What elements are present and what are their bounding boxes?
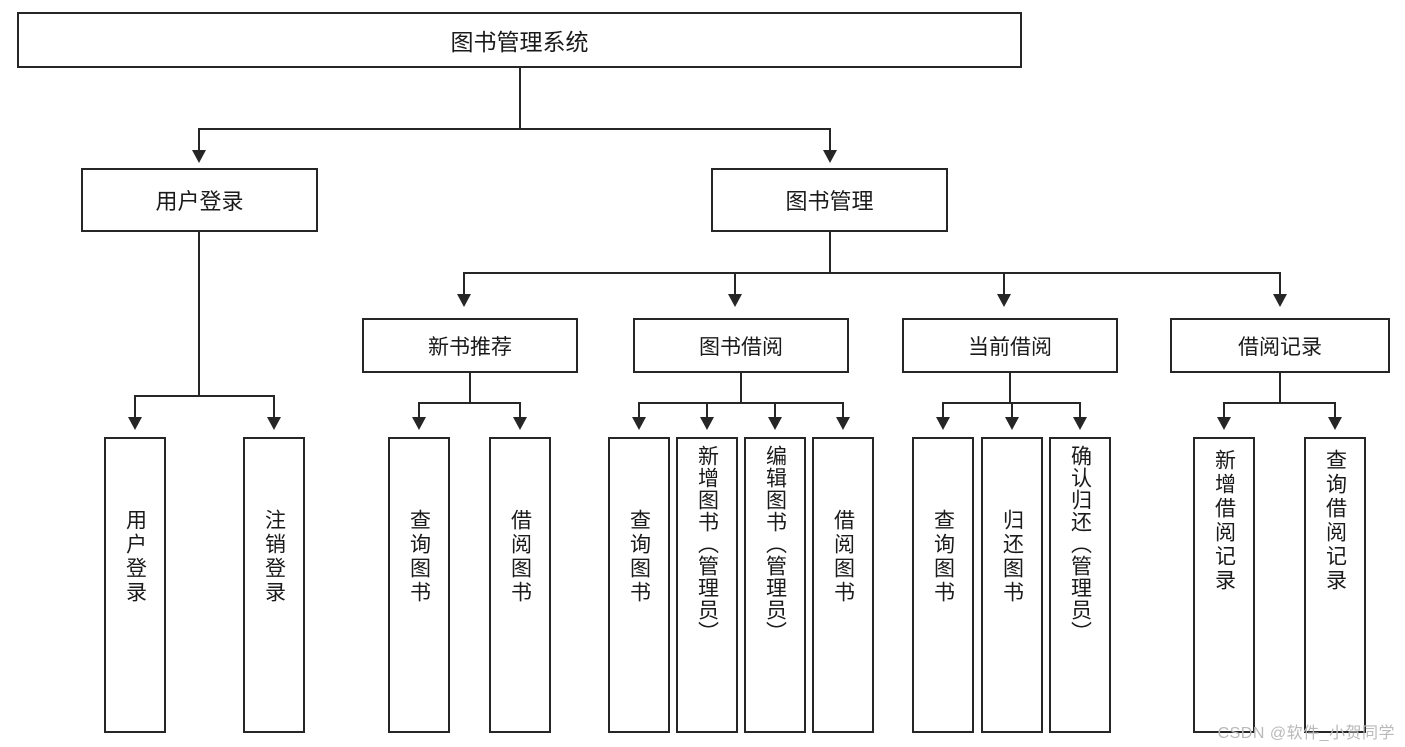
arrowhead-recommend-1: [412, 417, 426, 430]
leaf-query-book-recommend[interactable]: 查询图书: [388, 437, 450, 733]
connector-bookmgmt-drop-3: [1003, 272, 1005, 298]
connector-borrow-drop-1: [638, 402, 640, 421]
leaf-label: 借阅图书: [831, 509, 855, 605]
node-borrow-record[interactable]: 借阅记录: [1170, 318, 1390, 373]
leaf-label: 查询图书: [407, 509, 431, 605]
node-label: 图书管理系统: [450, 29, 589, 55]
connector-current-trunk: [1009, 373, 1011, 402]
node-book-borrow[interactable]: 图书借阅: [633, 318, 849, 373]
leaf-label: 确认归还（管理员）: [1068, 445, 1092, 643]
arrowhead-recommend-2: [513, 417, 527, 430]
leaf-label: 借阅图书: [508, 509, 532, 605]
connector-root-trunk: [519, 68, 521, 128]
connector-record-bus: [1223, 402, 1336, 404]
connector-root-drop-1: [198, 128, 200, 155]
leaf-confirm-return-admin[interactable]: 确认归还（管理员）: [1049, 437, 1111, 733]
node-book-management[interactable]: 图书管理: [711, 168, 948, 232]
leaf-label: 编辑图书（管理员）: [763, 445, 787, 643]
node-user-login[interactable]: 用户登录: [81, 168, 318, 232]
leaf-label: 查询图书: [931, 509, 955, 605]
connector-userlogin-drop-2: [273, 395, 275, 421]
arrowhead-record-1: [1217, 417, 1231, 430]
connector-record-drop-1: [1223, 402, 1225, 421]
arrowhead-current-2: [1005, 417, 1019, 430]
arrowhead-bookmgmt-2: [728, 294, 742, 307]
leaf-query-book-current[interactable]: 查询图书: [912, 437, 974, 733]
connector-userlogin-trunk: [198, 232, 200, 395]
leaf-label: 查询借阅记录: [1323, 449, 1347, 593]
connector-bookmgmt-bus: [463, 272, 1280, 274]
leaf-add-book-admin[interactable]: 新增图书（管理员）: [676, 437, 738, 733]
node-label: 当前借阅: [968, 335, 1052, 359]
connector-recommend-bus: [418, 402, 520, 404]
leaf-edit-book-admin[interactable]: 编辑图书（管理员）: [744, 437, 806, 733]
arrowhead-current-1: [936, 417, 950, 430]
connector-borrow-bus: [638, 402, 843, 404]
arrowhead-userlogin-2: [267, 417, 281, 430]
connector-current-drop-2: [1011, 402, 1013, 421]
connector-bookmgmt-drop-4: [1279, 272, 1281, 298]
leaf-label: 新增图书（管理员）: [695, 445, 719, 643]
leaf-label: 用户登录: [123, 509, 147, 605]
leaf-label: 归还图书: [1000, 509, 1024, 605]
connector-record-drop-2: [1334, 402, 1336, 421]
node-label: 新书推荐: [428, 335, 512, 359]
node-label: 图书管理: [785, 189, 874, 214]
arrowhead-bookmgmt-3: [997, 294, 1011, 307]
connector-root-drop-2: [829, 128, 831, 155]
arrowhead-bookmgmt-4: [1273, 294, 1287, 307]
arrowhead-borrow-3: [768, 417, 782, 430]
leaf-query-book-borrow[interactable]: 查询图书: [608, 437, 670, 733]
connector-bookmgmt-drop-1: [463, 272, 465, 298]
node-label: 图书借阅: [699, 335, 783, 359]
leaf-user-login[interactable]: 用户登录: [104, 437, 166, 733]
connector-userlogin-bus: [134, 395, 274, 397]
connector-borrow-trunk: [740, 373, 742, 402]
leaf-label: 新增借阅记录: [1212, 449, 1236, 593]
csdn-watermark: CSDN @软件_小贺同学: [1217, 725, 1395, 742]
leaf-logout-login[interactable]: 注销登录: [243, 437, 305, 733]
connector-record-trunk: [1279, 373, 1281, 402]
leaf-label: 注销登录: [262, 509, 286, 605]
connector-userlogin-drop-1: [134, 395, 136, 421]
leaf-add-borrow-record[interactable]: 新增借阅记录: [1193, 437, 1255, 733]
arrowhead-root-1: [192, 150, 206, 163]
arrowhead-borrow-2: [700, 417, 714, 430]
leaf-return-book[interactable]: 归还图书: [981, 437, 1043, 733]
node-current-borrow[interactable]: 当前借阅: [902, 318, 1118, 373]
arrowhead-borrow-1: [632, 417, 646, 430]
arrowhead-bookmgmt-1: [457, 294, 471, 307]
arrowhead-record-2: [1328, 417, 1342, 430]
arrowhead-root-2: [823, 150, 837, 163]
node-new-book-recommend[interactable]: 新书推荐: [362, 318, 578, 373]
leaf-label: 查询图书: [627, 509, 651, 605]
leaf-query-borrow-record[interactable]: 查询借阅记录: [1304, 437, 1366, 733]
connector-borrow-drop-4: [842, 402, 844, 421]
connector-current-drop-1: [942, 402, 944, 421]
connector-recommend-drop-2: [519, 402, 521, 421]
leaf-borrow-book[interactable]: 借阅图书: [812, 437, 874, 733]
connector-recommend-trunk: [469, 373, 471, 402]
connector-borrow-drop-2: [706, 402, 708, 421]
connector-current-drop-3: [1079, 402, 1081, 421]
connector-bookmgmt-drop-2: [734, 272, 736, 298]
node-label: 借阅记录: [1238, 335, 1322, 359]
node-label: 用户登录: [155, 189, 244, 214]
leaf-borrow-book-recommend[interactable]: 借阅图书: [489, 437, 551, 733]
connector-root-bus: [198, 128, 831, 130]
arrowhead-userlogin-1: [128, 417, 142, 430]
connector-bookmgmt-trunk: [829, 232, 831, 272]
arrowhead-current-3: [1073, 417, 1087, 430]
connector-borrow-drop-3: [774, 402, 776, 421]
node-root-system[interactable]: 图书管理系统: [17, 12, 1022, 68]
connector-recommend-drop-1: [418, 402, 420, 421]
arrowhead-borrow-4: [836, 417, 850, 430]
